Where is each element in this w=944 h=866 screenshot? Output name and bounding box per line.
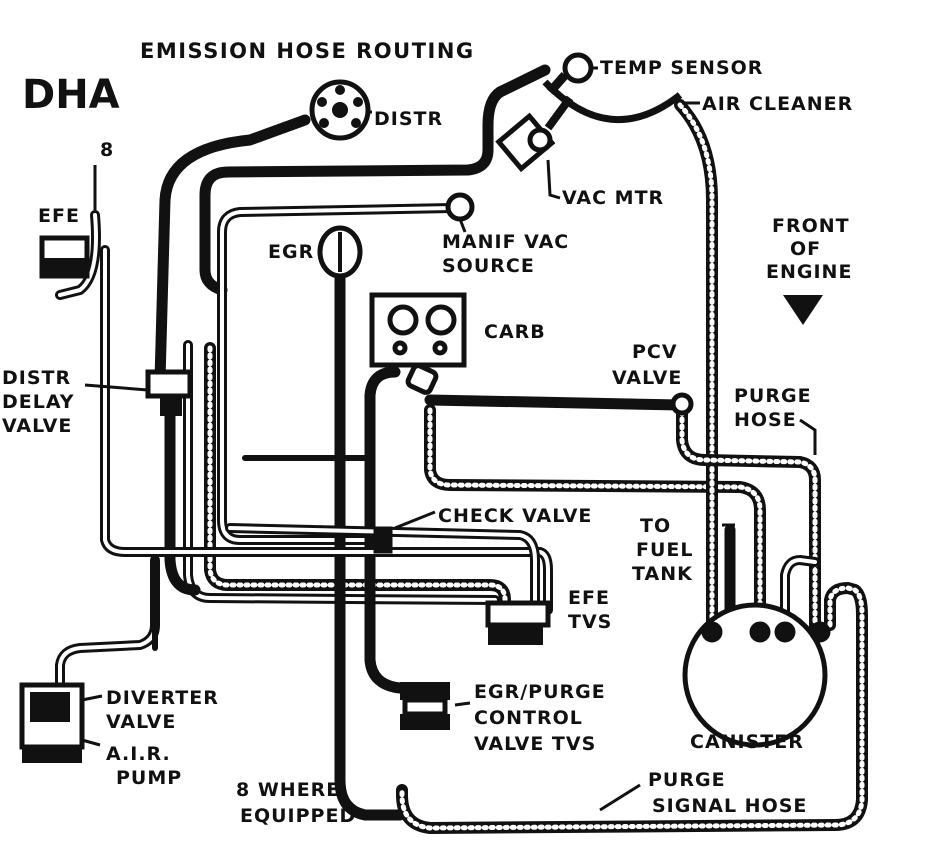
- to-fuel-tank-label-line1: TO: [640, 515, 671, 537]
- components: [19, 52, 831, 763]
- where-equipped-label-line1: 8 WHERE: [236, 779, 340, 801]
- engine-code: DHA: [22, 72, 120, 118]
- manifold-vacuum-source: [445, 192, 475, 222]
- pcv-hose: [424, 394, 686, 411]
- diverter-valve-label-line2: VALVE: [106, 711, 176, 733]
- temp-sensor: [562, 52, 594, 84]
- front-of-engine-label-line2: OF: [790, 238, 821, 260]
- efe-tvs-label-line2: TVS: [568, 611, 612, 633]
- distributor-vacuum-hose: [154, 114, 311, 386]
- diverter-valve-air-pump: [19, 682, 85, 763]
- egr-label: EGR: [268, 241, 314, 263]
- pcv-valve: [670, 392, 694, 416]
- where-equipped-label-line2: EQUIPPED: [240, 805, 356, 827]
- labels: EMISSION HOSE ROUTING DHA 8 TEMP SENSOR …: [2, 39, 853, 827]
- carburetor-label: CARB: [484, 321, 546, 343]
- front-of-engine-label-line3: ENGINE: [766, 261, 852, 283]
- air-pump-label-line2: PUMP: [116, 767, 182, 789]
- vacuum-motor-label: VAC MTR: [562, 187, 664, 209]
- air-cleaner-label: AIR CLEANER: [702, 93, 853, 115]
- diverter-valve-label-line1: DIVERTER: [106, 687, 219, 709]
- manifold-vacuum-label-line2: SOURCE: [442, 255, 535, 277]
- air-pump-label-line1: A.I.R.: [106, 743, 171, 765]
- efe-actuator: [39, 235, 90, 279]
- charcoal-canister: [682, 602, 831, 748]
- distr-delay-valve-label-line2: DELAY: [2, 391, 75, 413]
- distr-delay-valve-label-line3: VALVE: [2, 415, 72, 437]
- hose-network: [55, 64, 868, 834]
- efe-dotted-hose: [204, 342, 511, 606]
- purge-signal-hose-label-line2: SIGNAL HOSE: [652, 795, 807, 817]
- front-of-engine-arrow-icon: [783, 295, 823, 325]
- to-fuel-tank-label-line2: FUEL: [636, 539, 694, 561]
- diverter-valve-hose: [55, 555, 160, 695]
- egr-purge-control-valve-tvs: [400, 682, 450, 730]
- distributor-delay-valve: [145, 369, 193, 399]
- egr-purge-tvs-label-line1: EGR/PURGE: [474, 681, 606, 703]
- carb-ported-hose: [364, 366, 426, 696]
- pcv-valve-label-line2: VALVE: [612, 367, 682, 389]
- efe-label: EFE: [38, 205, 80, 227]
- front-of-engine-label-line1: FRONT: [772, 215, 850, 237]
- canister-label: CANISTER: [690, 731, 804, 753]
- pcv-valve-label-line1: PCV: [632, 341, 678, 363]
- footnote-marker: 8: [100, 139, 114, 161]
- air-cleaner: [542, 79, 683, 124]
- purge-hose-label-line1: PURGE: [734, 385, 812, 407]
- check-valve-label: CHECK VALVE: [438, 505, 592, 527]
- distributor-label: DISTR: [374, 108, 443, 130]
- distr-delay-valve-label-line1: DISTR: [2, 367, 71, 389]
- diagram-title: EMISSION HOSE ROUTING: [140, 39, 475, 63]
- check-valve: [373, 526, 393, 554]
- egr-purge-tvs-label-line3: VALVE TVS: [474, 733, 596, 755]
- distributor: [309, 79, 371, 141]
- manifold-vacuum-label-line1: MANIF VAC: [442, 231, 569, 253]
- leader-lines: [81, 66, 817, 812]
- pcv-canister-hose: [676, 399, 821, 636]
- to-fuel-tank-label-line3: TANK: [632, 563, 693, 585]
- air-cleaner-vacuum-hose: [199, 64, 551, 296]
- purge-hose-label-line2: HOSE: [734, 409, 797, 431]
- efe-tvs: [485, 600, 551, 645]
- efe-tvs-label-line1: EFE: [568, 587, 610, 609]
- purge-signal-hose-label-line1: PURGE: [648, 769, 726, 791]
- egr-signal-hose: [334, 259, 406, 821]
- egr-purge-tvs-label-line2: CONTROL: [474, 707, 583, 729]
- delay-valve-center-hose: [164, 404, 201, 596]
- carburetor: [369, 292, 467, 395]
- temp-sensor-label: TEMP SENSOR: [600, 57, 763, 79]
